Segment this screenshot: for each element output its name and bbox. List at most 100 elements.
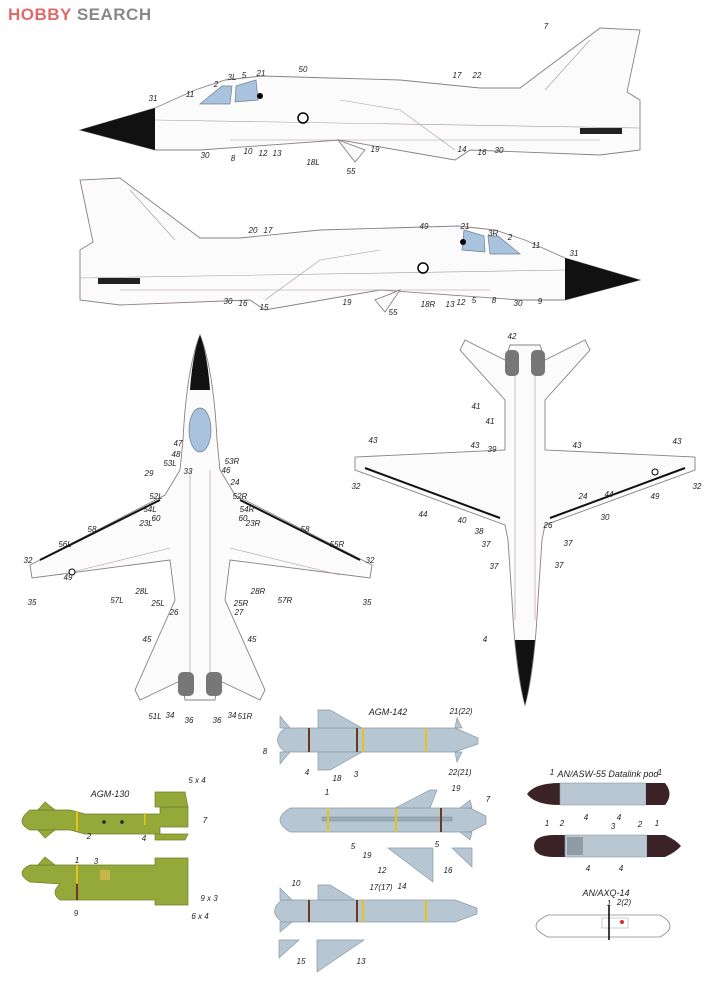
callout-label: 13 [273,149,282,158]
callout-label: 23L [138,519,152,528]
callout-label: 52R [233,492,248,501]
callout-label: 7 [203,816,208,825]
aircraft-right-profile [79,177,642,313]
callout-label: 3R [488,229,498,238]
callout-label: 4 [617,813,622,822]
callout-label: 14 [458,145,467,154]
callout-label: 8 [492,296,497,305]
callout-label: 19 [343,298,352,307]
callout-label: 31 [149,94,158,103]
callout-label: 22 [472,71,482,80]
callout-label: 19 [363,851,372,860]
callout-label: 4 [142,834,147,843]
callout-label: 55 [389,308,398,317]
callout-label: 46 [222,466,231,475]
callout-label: 21 [256,69,266,78]
aircraft-bottom-view [354,339,696,707]
agm142-title: AGM-142 [368,707,408,717]
callout-label: 30 [495,146,504,155]
callout-label: 2(2) [616,898,632,907]
callout-label: 55 [347,167,356,176]
callout-label: 8 [263,747,268,756]
callout-label: 5 [472,296,477,305]
callout-label: 22(21) [447,768,471,777]
callout-label: 41 [486,417,495,426]
canopy [199,79,259,105]
callout-label: 52L [149,492,162,501]
callout-label: 16 [478,148,487,157]
callout-label: 4 [305,768,310,777]
callout-label: 57R [278,596,293,605]
callout-label: 36 [185,716,194,725]
callout-label: 1 [545,819,549,828]
callout-label: 24 [578,492,588,501]
agm130-title: AGM-130 [90,789,130,799]
callout-label: 1 [607,899,611,908]
callout-label: 56L [58,540,71,549]
callout-label: 42 [508,332,517,341]
callout-label: 18R [421,300,436,309]
fin-15 [278,939,300,959]
agm130-view-1 [21,791,189,841]
aircraft-left-profile [78,27,641,163]
callout-label: 9 x 3 [200,894,218,903]
callout-label: 24 [230,478,240,487]
asw55-title: AN/ASW-55 Datalink pod [557,769,660,779]
callout-label: 43 [369,436,378,445]
callout-label: 25R [233,599,249,608]
callout-label: 37 [564,539,573,548]
agm130-view-2 [21,856,189,906]
watermark-part2: SEARCH [76,5,152,24]
asw55-pod-1 [527,782,670,806]
callout-label: 35 [363,598,372,607]
callout-label: 30 [514,299,523,308]
callout-label: 38 [475,527,484,536]
callout-label: 54R [240,505,255,514]
callout-label: 1 [658,768,662,777]
agm142-view-2 [279,789,487,883]
callout-label: 20 [248,226,258,235]
callout-label: 3 [94,857,99,866]
callout-label: 4 [586,864,591,873]
callout-label: 14 [398,882,407,891]
callout-label: 60 [152,514,161,523]
callout-label: 30 [201,151,210,160]
callout-label: 21 [460,222,470,231]
callout-label: 10 [292,879,301,888]
callout-label: 53R [225,457,240,466]
callout-label: 21(22) [448,707,472,716]
callout-label: 55R [330,540,345,549]
callout-label: 36 [213,716,222,725]
callout-label: 45 [143,635,152,644]
callout-label: 57L [110,596,123,605]
callout-label: 5 [242,71,247,80]
callout-label: 41 [472,402,481,411]
callout-label: 43 [573,441,582,450]
callout-label: 9 [538,297,543,306]
callout-label: 2 [637,820,643,829]
callout-label: 49 [64,573,73,582]
callout-label: 1 [655,819,659,828]
nose-radome [80,108,155,150]
callout-label: 60 [239,514,248,523]
callout-label: 7 [486,795,491,804]
callout-label: 18L [306,158,319,167]
callout-label: 1 [75,856,79,865]
callout-label: 19 [452,784,461,793]
callout-label: 17(17) [369,883,392,892]
axq14-pod [535,905,671,940]
callout-label: 30 [601,513,610,522]
callout-label: 51L [148,712,161,721]
callout-label: 53L [163,459,176,468]
callout-label: 2 [559,819,565,828]
callout-label: 32 [352,482,361,491]
callout-label: 2 [507,233,513,242]
callout-label: 49 [420,222,429,231]
callout-label: 54L [143,505,156,514]
axq14-title: AN/AXQ-14 [581,888,629,898]
fin-16 [451,847,473,868]
callout-label: 6 x 4 [191,912,209,921]
callout-label: 4 [483,635,488,644]
callout-label: 37 [555,561,564,570]
